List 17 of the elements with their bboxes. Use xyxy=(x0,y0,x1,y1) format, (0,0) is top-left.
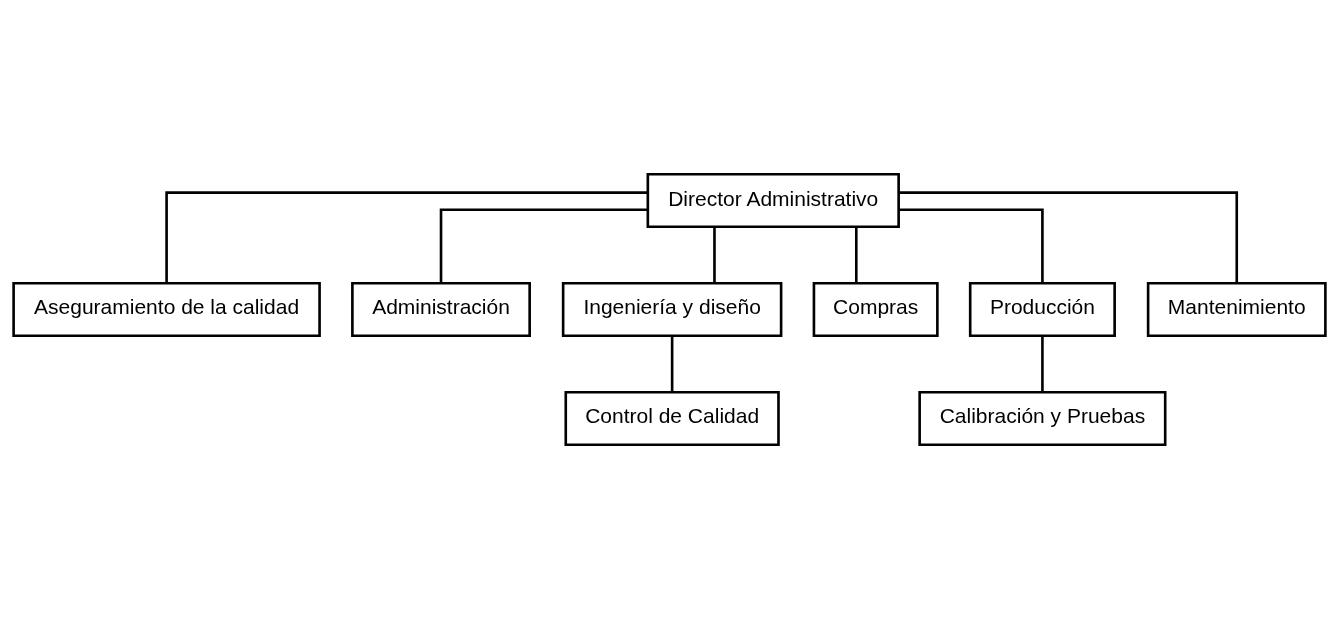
connector xyxy=(1041,335,1044,392)
node-box: Administración xyxy=(351,281,531,338)
connector xyxy=(439,208,648,283)
node-box: Ingeniería y diseño xyxy=(561,281,783,338)
node-box: Mantenimiento xyxy=(1146,281,1327,338)
connector xyxy=(898,191,1239,283)
node-box: Compras xyxy=(812,281,939,338)
connector xyxy=(898,208,1044,283)
node-box: Calibración y Pruebas xyxy=(918,390,1167,447)
connector xyxy=(854,226,858,283)
node-box: Control de Calidad xyxy=(564,390,780,447)
node-box: Aseguramiento de la calidad xyxy=(12,281,321,338)
connector xyxy=(165,191,648,283)
node-box: Director Administrativo xyxy=(646,172,900,229)
connector xyxy=(713,226,716,283)
node-box: Producción xyxy=(968,281,1116,338)
connector xyxy=(670,335,674,392)
